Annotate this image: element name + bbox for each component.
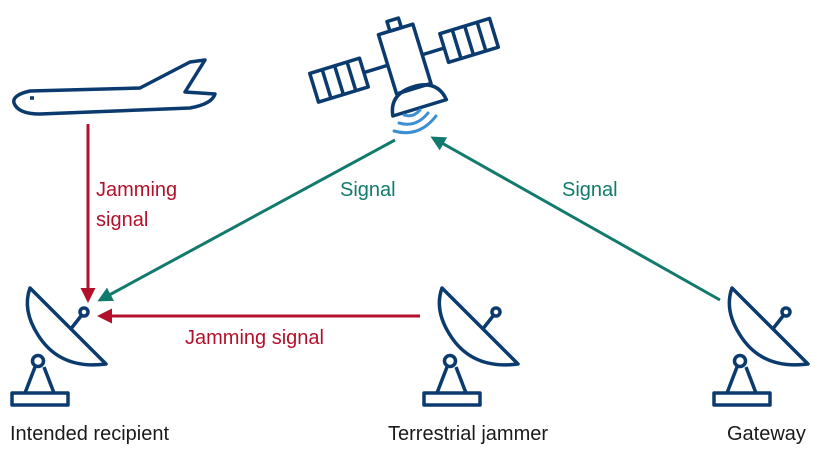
gateway-signal-label: Signal [562, 179, 618, 201]
terrestrial-jammer-label: Terrestrial jammer [388, 423, 548, 445]
aircraft-jamming-label-line2: signal [96, 209, 148, 231]
gateway-dish-icon [712, 286, 810, 407]
gateway-label: Gateway [727, 423, 806, 445]
gateway-signal-arrow [430, 136, 721, 302]
terrestrial-jammer-dish-icon [422, 286, 520, 407]
satellite-signal-label: Signal [340, 179, 396, 201]
satellite-signal-arrow [97, 138, 396, 302]
terrestrial-jamming-label: Jamming signal [185, 327, 324, 349]
signal-waves-icon [392, 108, 438, 135]
intended-recipient-label: Intended recipient [10, 423, 169, 445]
aircraft-jamming-label-line1: Jamming [96, 179, 177, 201]
aircraft-icon [12, 58, 217, 116]
intended-recipient-dish-icon [10, 286, 108, 407]
satellite-icon [308, 16, 501, 118]
